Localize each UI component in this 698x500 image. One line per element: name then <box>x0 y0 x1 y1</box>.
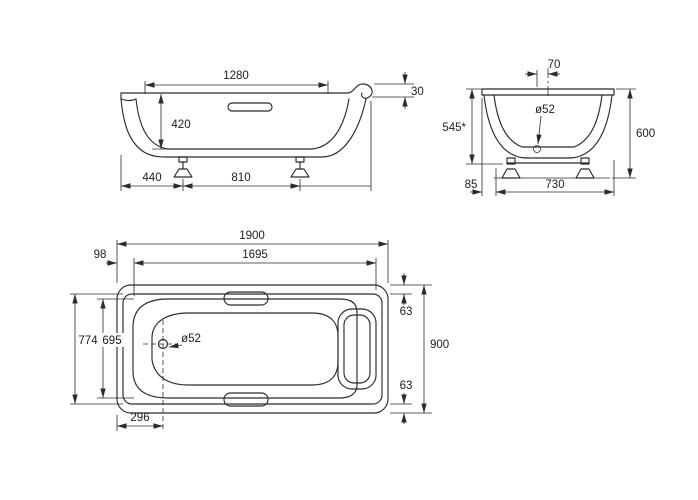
dim-plan-drain-diameter-label: ø52 <box>181 333 201 345</box>
side-foot-right <box>290 156 310 178</box>
dim-end-drain-diameter: ø52 <box>530 102 560 145</box>
dim-side-inner-length: 1280 <box>144 70 329 94</box>
dim-plan-top-inset-label: 63 <box>400 306 413 318</box>
dim-side-inner-length-label: 1280 <box>223 70 249 82</box>
dim-side-foot-offset-label: 440 <box>142 172 161 184</box>
dim-side-rim-height: 30 <box>372 72 424 109</box>
side-view: 1280 420 30 440 810 <box>120 70 424 191</box>
dim-plan-inner-length-label: 1695 <box>242 249 268 261</box>
plan-grip-handle-top <box>223 291 269 306</box>
end-drain-hole <box>533 145 541 153</box>
end-foot-left <box>501 168 521 179</box>
dim-plan-left-inset-label: 98 <box>94 249 107 261</box>
dim-plan-total-width-label: 900 <box>430 339 449 351</box>
dim-side-feet: 440 810 <box>120 101 372 191</box>
plan-view: 1900 1695 98 774 695 ø52 <box>70 230 449 431</box>
dim-plan-widths-left: 774 695 <box>70 293 134 405</box>
dim-plan-width-inner-rim-label: 774 <box>78 335 98 347</box>
plan-tub-outline <box>116 284 389 430</box>
dim-plan-width-opening-label: 695 <box>102 335 121 347</box>
dim-end-drain-diameter-label: ø52 <box>535 104 555 116</box>
dim-end-drain-offset: 70 <box>525 59 560 87</box>
plan-grip-handle-bottom <box>223 392 269 407</box>
dim-plan-total-width: 900 <box>390 284 449 414</box>
dim-end-total-height: 600 <box>612 88 655 179</box>
dim-end-drain-offset-label: 70 <box>548 59 561 71</box>
dim-plan-total-length: 1900 <box>116 230 389 283</box>
dim-end-bottom: 85 730 <box>465 98 615 196</box>
dim-side-rim-height-label: 30 <box>411 86 424 98</box>
end-view: 70 ø52 545* 600 85 730 <box>442 59 655 196</box>
dim-plan-total-length-label: 1900 <box>239 230 265 242</box>
dim-plan-bottom-inset: 63 <box>390 380 412 424</box>
dim-plan-top-inset: 63 <box>390 273 412 318</box>
side-foot-left <box>173 156 193 178</box>
side-rim-roll <box>346 83 373 99</box>
dim-plan-bottom-inset-label: 63 <box>400 380 413 392</box>
dim-end-height-adjustable: 545* <box>442 88 503 165</box>
plan-headrest-pillow <box>337 308 377 390</box>
dim-end-base-width-label: 730 <box>545 179 564 191</box>
side-grip-handle <box>227 102 273 112</box>
dim-plan-drain-diameter: ø52 <box>168 332 206 349</box>
dim-end-edge-offset-label: 85 <box>465 179 478 191</box>
dim-end-height-adjustable-label: 545* <box>442 122 466 134</box>
dim-plan-drain-from-left: 296 <box>116 412 163 431</box>
end-foot-right <box>575 168 595 179</box>
dim-plan-drain-from-left-label: 296 <box>130 412 149 424</box>
dim-end-total-height-label: 600 <box>636 128 655 140</box>
end-tub-section <box>481 68 615 179</box>
dim-side-foot-spacing-label: 810 <box>231 172 250 184</box>
side-tub-profile <box>120 83 373 158</box>
dim-side-depth: 420 <box>152 94 191 150</box>
dim-side-depth-label: 420 <box>171 119 190 131</box>
dim-plan-inner-length: 1695 98 <box>94 249 377 296</box>
